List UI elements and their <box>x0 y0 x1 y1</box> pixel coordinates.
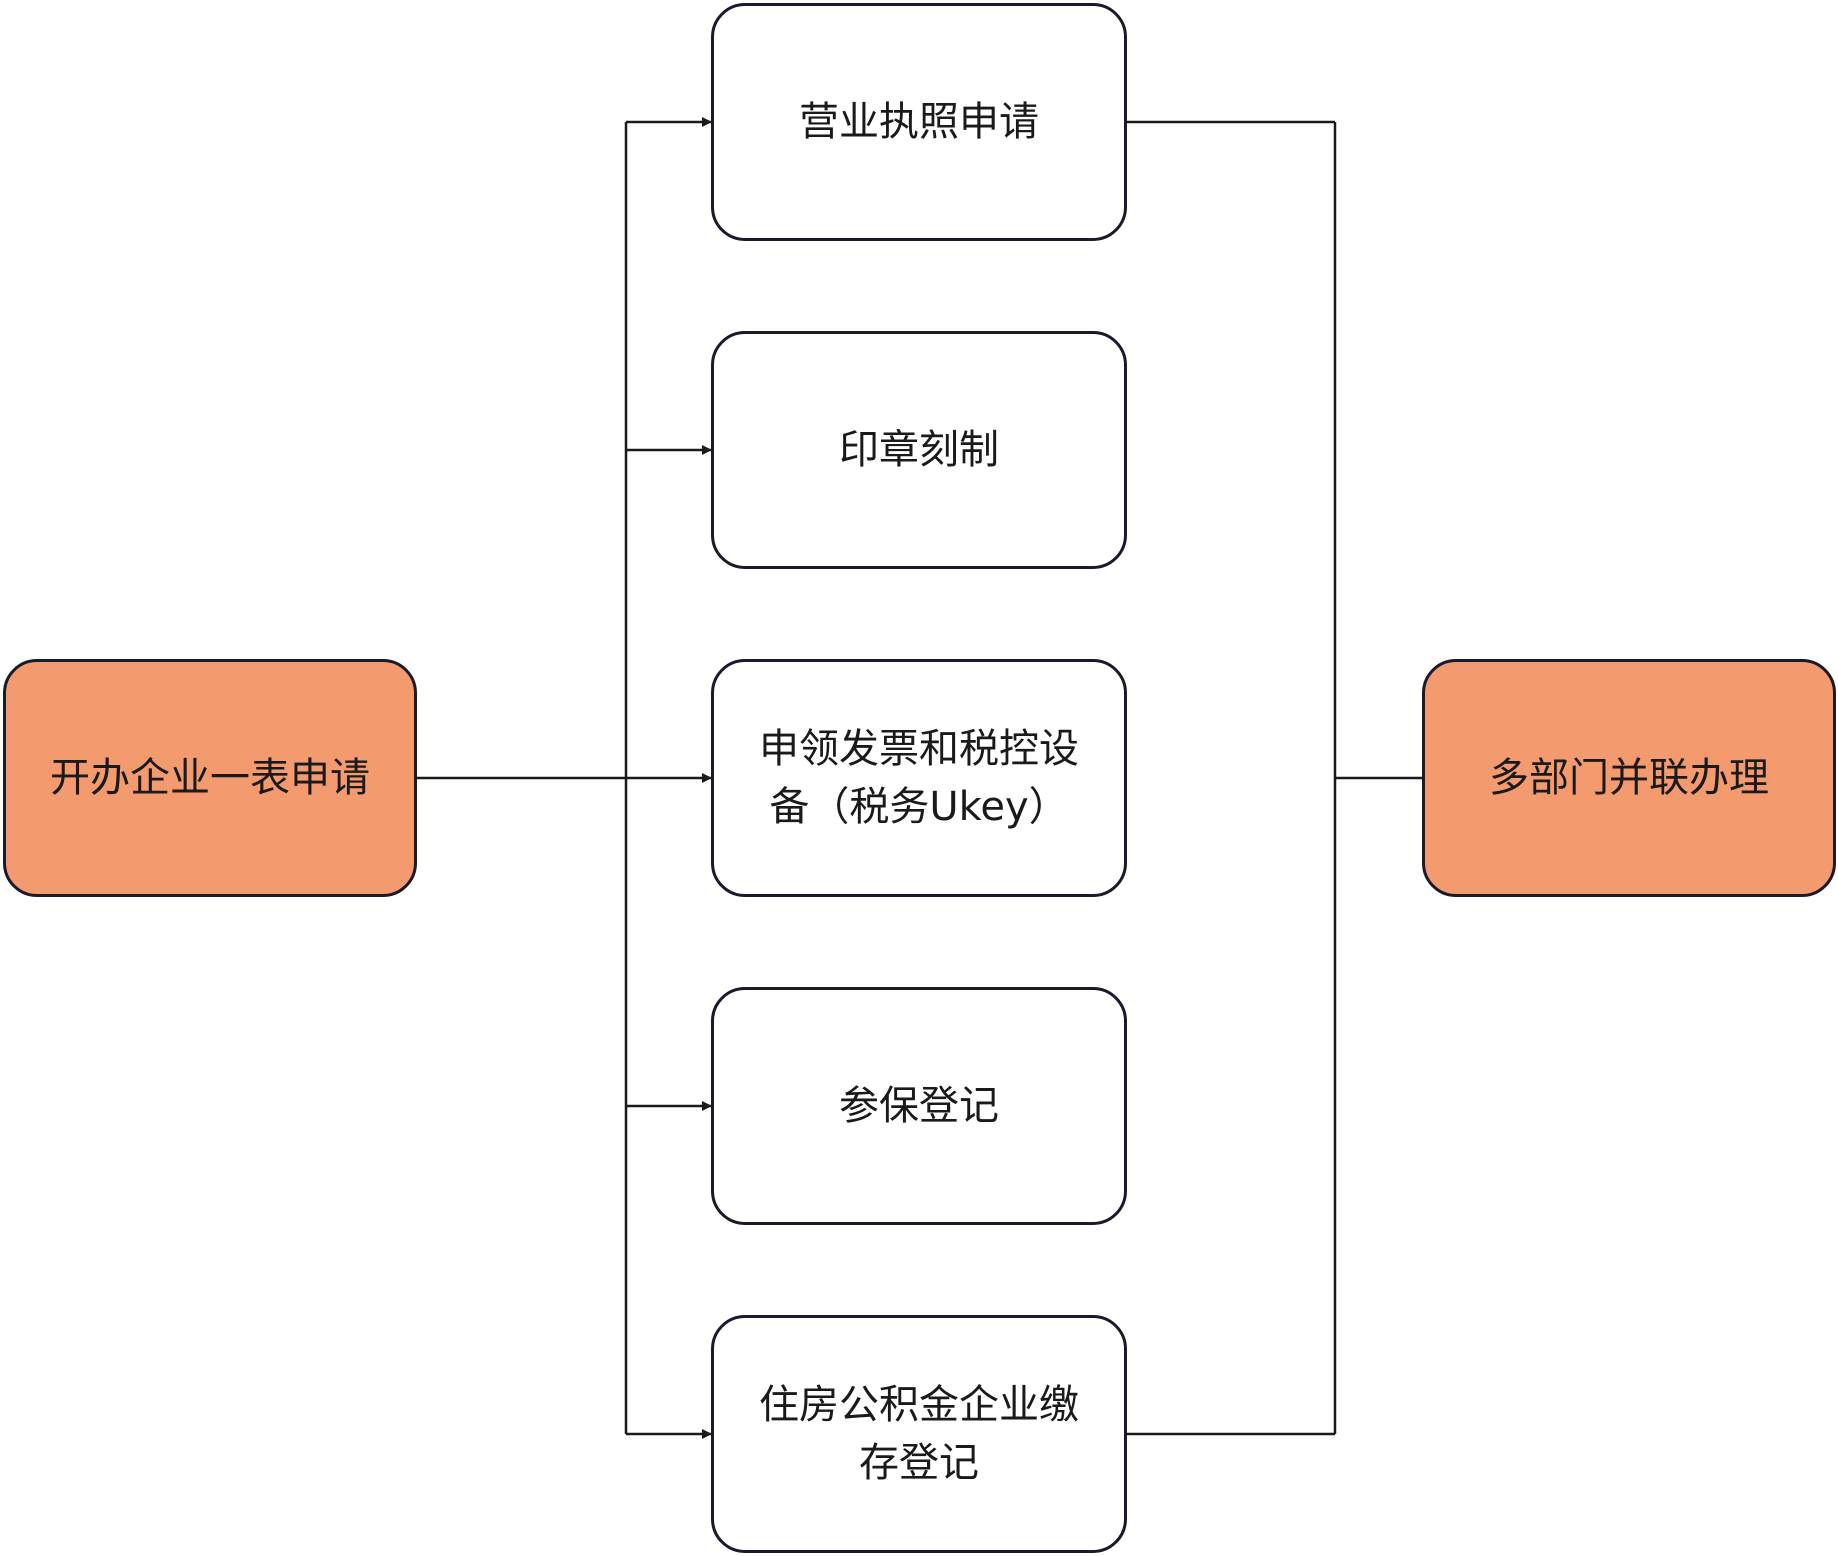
step-node-label: 申领发票和税控设备（税务Ukey） <box>759 726 1079 830</box>
start-node: 开办企业一表申请 <box>3 659 417 897</box>
step-node-invoice-tax-device: 申领发票和税控设备（税务Ukey） <box>711 659 1127 897</box>
step-node-seal-engraving: 印章刻制 <box>711 331 1127 569</box>
end-node-label: 多部门并联办理 <box>1489 755 1769 801</box>
step-node-label: 住房公积金企业缴存登记 <box>759 1382 1079 1486</box>
step-node-housing-fund-registration: 住房公积金企业缴存登记 <box>711 1315 1127 1553</box>
step-node-label: 营业执照申请 <box>799 99 1039 145</box>
end-node: 多部门并联办理 <box>1422 659 1836 897</box>
step-node-business-license: 营业执照申请 <box>711 3 1127 241</box>
start-node-label: 开办企业一表申请 <box>50 755 370 801</box>
step-node-label: 参保登记 <box>839 1083 999 1129</box>
step-node-label: 印章刻制 <box>839 427 999 473</box>
step-node-insurance-registration: 参保登记 <box>711 987 1127 1225</box>
